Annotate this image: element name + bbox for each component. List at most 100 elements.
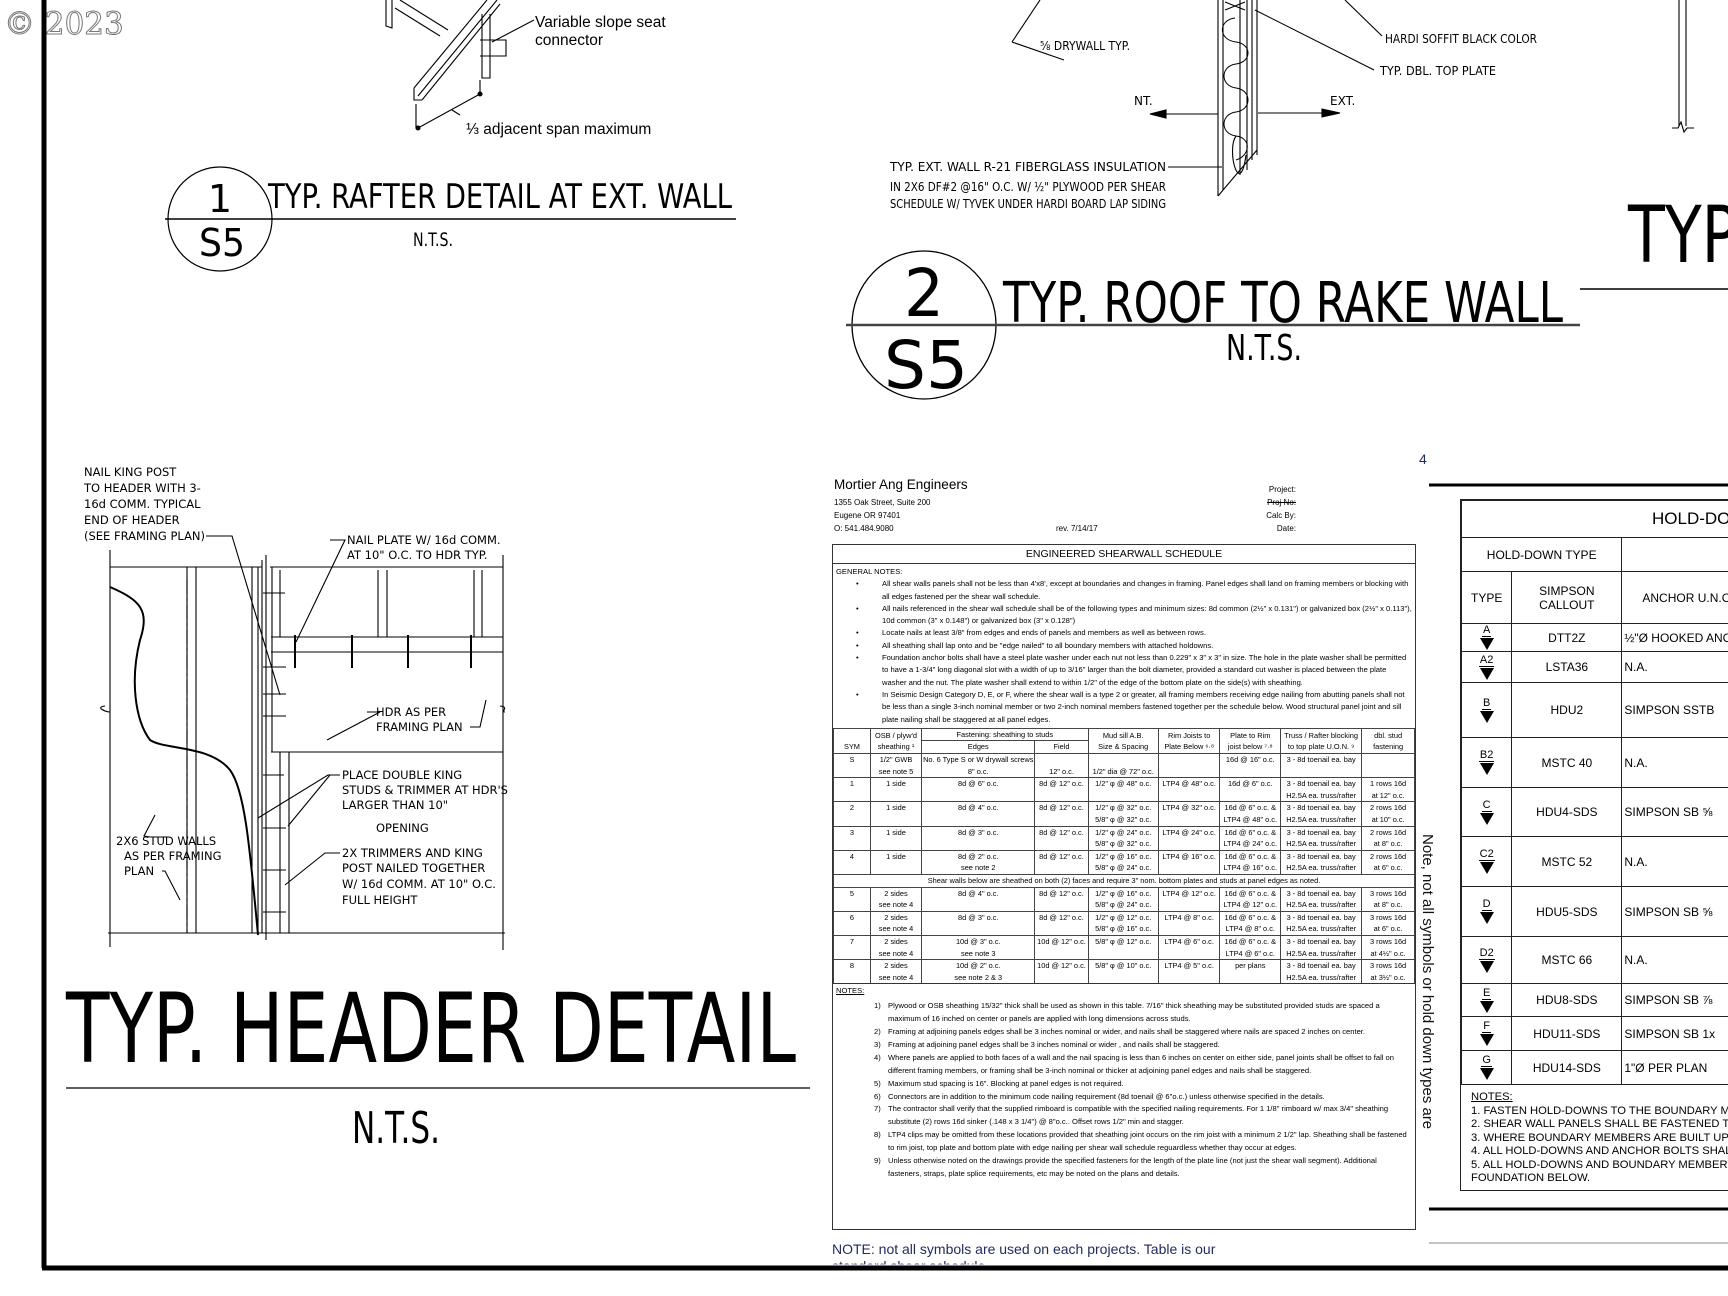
cell-sheathing: 1/2" GWB see note 5 xyxy=(869,753,923,778)
holddown-schedule: HOLD-DOWN SCHEDULE HOLD-DOWN TYPE TYPE S… xyxy=(1460,499,1728,1191)
callout-variable-slope-seat: Variable slope seat xyxy=(535,14,666,31)
holddown-type-group: HOLD-DOWN TYPE xyxy=(1460,537,1623,572)
holddown-table: HOLD-DOWN SCHEDULE HOLD-DOWN TYPE TYPE S… xyxy=(1460,500,1728,1085)
col-truss: Truss / Rafter blocking to top plate U.O… xyxy=(1280,728,1363,754)
triangle-down-icon xyxy=(1479,960,1494,973)
cell-anchor: SIMPSON SSTB xyxy=(1621,682,1728,738)
callout-adjacent-span: ⅓ adjacent span maximum xyxy=(466,121,651,138)
cell-sym: 2 xyxy=(833,801,871,827)
cell-type: G xyxy=(1460,1050,1513,1085)
cell-plate: 16d @ 6" o.c. & LTP4 @ 12" o.c. xyxy=(1219,887,1282,912)
triangle-down-icon xyxy=(1479,710,1494,723)
cell-plate: 16d @ 6" o.c. & LTP4 @ 6" o.c. xyxy=(1219,935,1282,960)
cell-field: 8d @ 12" o.c. xyxy=(1034,777,1089,802)
cell-sym: 8 xyxy=(833,959,871,984)
callout-insulation-1: TYP. EXT. WALL R-21 FIBERGLASS INSULATIO… xyxy=(889,160,1166,174)
triangle-down-icon xyxy=(1479,638,1494,650)
cell-callout: MSTC 52 xyxy=(1511,836,1623,887)
holddown-symbol: B2 xyxy=(1462,750,1511,775)
detail-1-title: TYP. RAFTER DETAIL AT EXT. WALL xyxy=(267,177,732,217)
date-label: Date: xyxy=(1276,524,1296,533)
callout-trimmers-2: POST NAILED TOGETHER xyxy=(342,861,485,875)
holddown-note: 2. SHEAR WALL PANELS SHALL BE FASTENED T… xyxy=(1471,1118,1728,1130)
triangle-down-icon xyxy=(1479,1000,1494,1013)
cell-rim: LTP4 @ 48" o.c. xyxy=(1157,777,1221,802)
general-note: All nails referenced in the shear wall s… xyxy=(856,603,1412,628)
cell-dbl: 2 rows 16d at 10" o.c. xyxy=(1361,801,1415,827)
col-rim: Rim Joists to Plate Below ⁶·⁸ xyxy=(1157,728,1221,754)
holddown-notes-label: NOTES: xyxy=(1471,1091,1513,1103)
cell-callout: MSTC 66 xyxy=(1511,936,1623,984)
cell-callout: LSTA36 xyxy=(1511,651,1623,683)
callout-king-post-3: 16d COMM. TYPICAL xyxy=(84,497,201,511)
rotated-note: Note, not all symbols or hold down types… xyxy=(1419,834,1436,1130)
copyright-watermark: © 2023 xyxy=(4,6,124,42)
col-type: TYPE xyxy=(1460,571,1513,624)
table-banner: Shear walls below are sheathed on both (… xyxy=(833,874,1415,888)
shearwall-table: SYM OSB / plyw'd sheathing ¹ Fastening: … xyxy=(833,728,1415,984)
holddown-symbol: A xyxy=(1462,625,1511,650)
rafter-drawing xyxy=(385,0,535,131)
cell-rim: LTP4 @ 8" o.c. xyxy=(1157,911,1221,936)
holddown-type-label: D2 xyxy=(1478,946,1495,960)
callout-stud-walls-2: AS PER FRAMING xyxy=(124,849,222,863)
triangle-down-icon xyxy=(1479,1068,1494,1080)
cell-plate: 16d @ 6" o.c. & LTP4 @ 16" o.c. xyxy=(1219,850,1282,875)
detail-1-sheet: S5 xyxy=(199,221,245,265)
cell-edges: 8d @ 4" o.c. xyxy=(921,887,1036,912)
note-text: Plywood or OSB sheathing 15/32" thick sh… xyxy=(888,1001,1380,1024)
table-row: Shear walls below are sheathed on both (… xyxy=(833,874,1415,888)
cell-truss: 3 - 8d toenail ea. bay H2.5A ea. truss/r… xyxy=(1280,777,1363,802)
cell-sym: 7 xyxy=(833,935,871,960)
cell-anchor: SIMPSON SB 1x xyxy=(1621,1016,1728,1051)
cell-rim: LTP4 @ 24" o.c. xyxy=(1157,826,1221,851)
note-text: Unless otherwise noted on the drawings p… xyxy=(888,1156,1377,1179)
cell-truss: 3 - 8d toenail ea. bay H2.5A ea. truss/r… xyxy=(1280,801,1363,827)
cell-rim: LTP4 @ 5" o.c. xyxy=(1157,959,1221,984)
callout-nail-plate-1: NAIL PLATE W/ 16d COMM. xyxy=(347,533,501,547)
cell-mud: 1/2" φ @ 16" o.c. 5/8" φ @ 24" o.c. xyxy=(1087,887,1159,912)
note-number: 4) xyxy=(874,1052,881,1062)
callout-double-king-2: STUDS & TRIMMER AT HDR'S xyxy=(342,783,508,797)
holddown-notes: NOTES: 1. FASTEN HOLD-DOWNS TO THE BOUND… xyxy=(1461,1085,1728,1190)
note-item: 7)The contractor shall verify that the s… xyxy=(874,1103,1412,1129)
cell-anchor: 1"Ø PER PLAN xyxy=(1621,1050,1728,1085)
holddown-type-label: D xyxy=(1481,898,1492,911)
holddown-type-label: E xyxy=(1481,986,1492,1000)
label-exterior: EXT. xyxy=(1330,94,1355,108)
callout-hardi-soffit: HARDI SOFFIT BLACK COLOR xyxy=(1385,32,1537,46)
footer-note: NOTE: not all symbols are used on each p… xyxy=(832,1241,1216,1257)
rake-wall-drawing xyxy=(1011,0,1383,197)
general-note: Foundation anchor bolts shall have a ste… xyxy=(856,652,1412,689)
cell-sheathing: 1 side xyxy=(869,826,923,851)
callout-trimmers-1: 2X TRIMMERS AND KING xyxy=(342,846,483,860)
cell-rim: LTP4 @ 16" o.c. xyxy=(1157,850,1221,875)
cell-field: 8d @ 12" o.c. xyxy=(1034,887,1089,912)
cell-dbl xyxy=(1361,753,1415,778)
cell-anchor: SIMPSON SB ⅝ xyxy=(1621,787,1728,837)
holddown-note: FOUNDATION BELOW. xyxy=(1471,1172,1591,1184)
general-note: Locate nails at least 3/8" from edges an… xyxy=(856,627,1412,640)
col-plate: Plate to Rim joist below ⁷·⁸ xyxy=(1219,728,1282,754)
header-detail-callouts: NAIL KING POST TO HEADER WITH 3- 16d COM… xyxy=(83,465,508,907)
holddown-symbol: B xyxy=(1462,697,1511,723)
cell-mud: 1/2" dia @ 72" o.c. xyxy=(1087,753,1159,778)
cell-rim: LTP4 @ 12" o.c. xyxy=(1157,887,1221,912)
callout-double-king-3: LARGER THAN 10" xyxy=(342,798,448,812)
callout-stud-walls-3: PLAN xyxy=(124,864,154,878)
note-item: 1)Plywood or OSB sheathing 15/32" thick … xyxy=(874,1000,1412,1026)
holddown-type-label: G xyxy=(1481,1054,1492,1067)
cell-truss: 3 - 8d toenail ea. bay H2.5A ea. truss/r… xyxy=(1280,850,1363,875)
triangle-down-icon xyxy=(1479,1034,1494,1046)
anchor-group xyxy=(1621,537,1728,572)
